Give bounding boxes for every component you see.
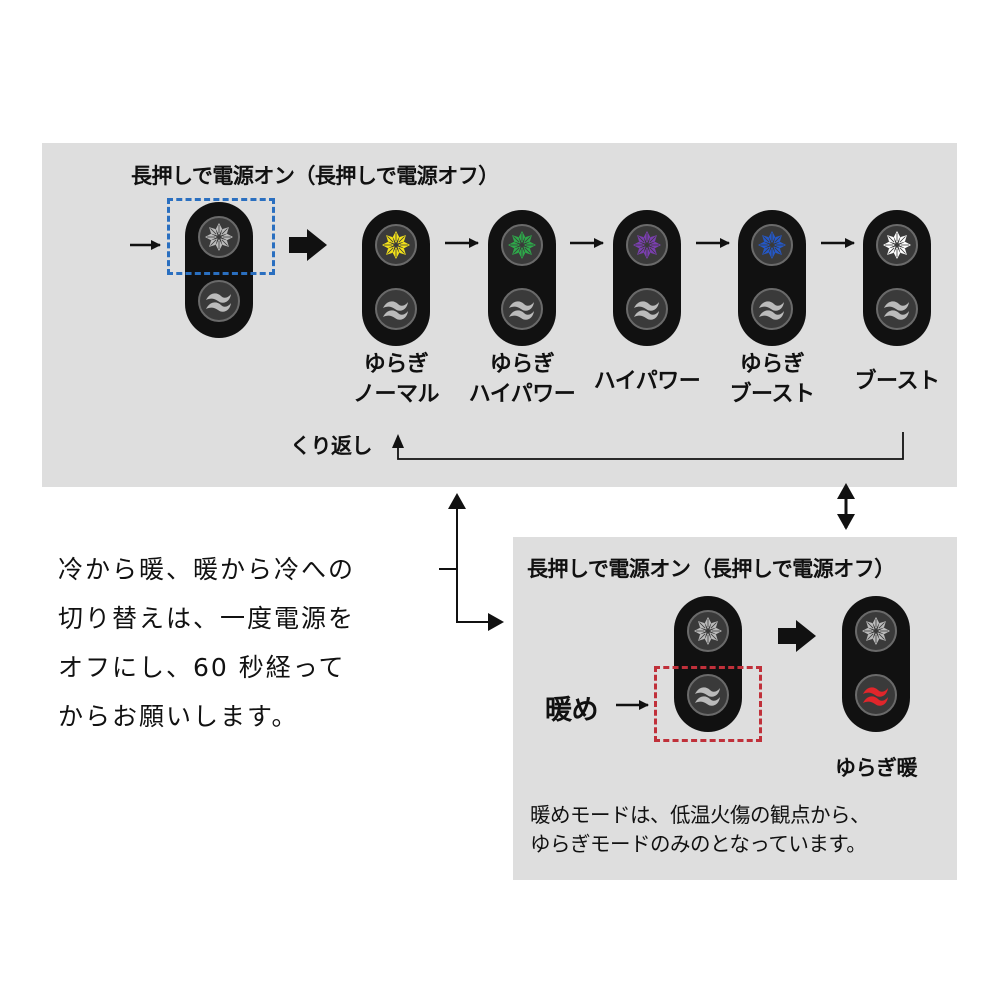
- remote-yuragi-boost: [738, 210, 806, 346]
- wave-icon: [509, 301, 534, 320]
- snowflake-icon: [883, 231, 911, 259]
- warm-button[interactable]: [626, 288, 668, 330]
- remote-boost: [863, 210, 931, 346]
- wave-icon: [383, 301, 408, 320]
- mode-label-boost: ブースト: [854, 369, 940, 394]
- snowflake-icon: [508, 231, 536, 259]
- cool-button[interactable]: [687, 610, 729, 652]
- wave-icon: [695, 687, 720, 706]
- snowflake-icon: [862, 617, 890, 645]
- warm-button[interactable]: [198, 280, 240, 322]
- remote-power-off: [185, 202, 253, 338]
- remote-yuragi-highpower: [488, 210, 556, 346]
- cool-button[interactable]: [375, 224, 417, 266]
- cool-button[interactable]: [626, 224, 668, 266]
- snowflake-icon: [382, 231, 410, 259]
- mode-label-yuragi-normal: ゆらぎノーマル: [352, 352, 440, 407]
- mode-label-yuragi-highpower: ゆらぎハイパワー: [468, 352, 576, 407]
- snowflake-icon: [205, 223, 233, 251]
- note-line: 冷から暖、暖から冷への: [58, 555, 356, 584]
- cool-button[interactable]: [876, 224, 918, 266]
- snowflake-icon: [633, 231, 661, 259]
- mode-label-highpower: ハイパワー: [593, 369, 701, 394]
- note-connector-right: [456, 610, 504, 631]
- wave-icon: [884, 301, 909, 320]
- remote-yuragi-normal: [362, 210, 430, 346]
- remote-warm-off: [674, 596, 742, 732]
- mode-label-yuragi-warm: ゆらぎ暖: [835, 756, 918, 780]
- cool-button[interactable]: [855, 610, 897, 652]
- warm-button[interactable]: [855, 674, 897, 716]
- cool-button[interactable]: [751, 224, 793, 266]
- warm-note-line: 暖めモードは、低温火傷の観点から、: [530, 803, 871, 827]
- mode-label-yuragi-boost: ゆらぎブースト: [729, 352, 815, 407]
- warm-button[interactable]: [375, 288, 417, 330]
- wave-icon: [634, 301, 659, 320]
- heat-wave-icon: [863, 687, 888, 706]
- cool-button[interactable]: [198, 216, 240, 258]
- wave-icon: [759, 301, 784, 320]
- warm-panel-title: 長押しで電源オン（長押しで電源オフ）: [527, 557, 895, 581]
- cool-button[interactable]: [501, 224, 543, 266]
- snowflake-icon: [758, 231, 786, 259]
- note-line: 切り替えは、一度電源を: [58, 604, 356, 633]
- note-line: からお願いします。: [58, 702, 299, 731]
- warm-note-line: ゆらぎモードのみのとなっています。: [530, 832, 867, 856]
- note-line: オフにし、60 秒経って: [58, 653, 346, 682]
- wave-icon: [206, 293, 231, 312]
- warm-button[interactable]: [687, 674, 729, 716]
- warm-button[interactable]: [501, 288, 543, 330]
- remote-yuragi-warm: [842, 596, 910, 732]
- warm-button-highlight: [654, 666, 762, 742]
- remote-highpower: [613, 210, 681, 346]
- warm-button-label: 暖め: [545, 695, 599, 726]
- snowflake-icon: [694, 617, 722, 645]
- warm-button[interactable]: [876, 288, 918, 330]
- cool-panel-title: 長押しで電源オン（長押しで電源オフ）: [131, 164, 499, 188]
- warm-button[interactable]: [751, 288, 793, 330]
- repeat-label: くり返し: [290, 434, 373, 458]
- cool-button-highlight: [167, 198, 275, 275]
